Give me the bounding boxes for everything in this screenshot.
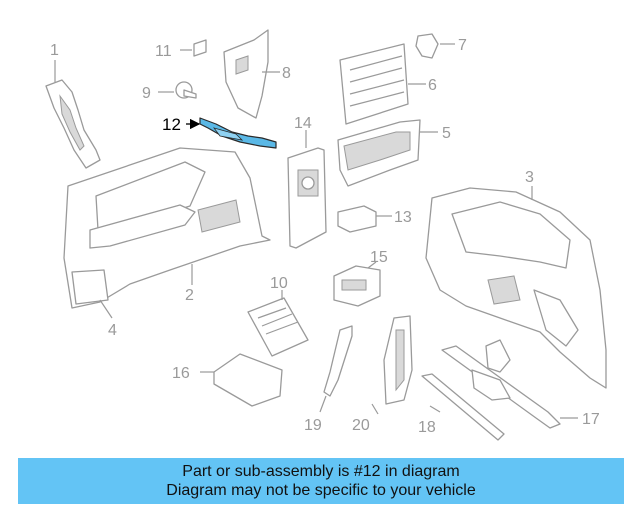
- part-12-highlighted[interactable]: [186, 117, 277, 149]
- part-7-bracket[interactable]: [415, 33, 455, 59]
- part-11-clip[interactable]: [180, 39, 207, 57]
- callout-8: 8: [282, 65, 291, 82]
- part-13-block[interactable]: [337, 205, 392, 233]
- callout-5: 5: [442, 125, 451, 142]
- caption-banner: Part or sub-assembly is #12 in diagram D…: [18, 458, 624, 504]
- callout-12: 12: [162, 115, 181, 134]
- callout-17: 17: [582, 411, 600, 428]
- callout-19: 19: [304, 417, 322, 434]
- caption-line-1: Part or sub-assembly is #12 in diagram: [182, 463, 460, 480]
- callout-7: 7: [458, 37, 467, 54]
- callout-20: 20: [352, 417, 370, 434]
- callout-4: 4: [108, 322, 117, 339]
- callout-16: 16: [172, 365, 190, 382]
- part-10-panel[interactable]: [247, 290, 309, 357]
- part-6-cargo-cover[interactable]: [339, 43, 426, 125]
- part-1-pillar-trim[interactable]: [45, 60, 101, 169]
- callout-3: 3: [525, 169, 534, 186]
- part-9-push-pin[interactable]: [158, 81, 197, 99]
- part-19-trim-strip[interactable]: [319, 325, 353, 413]
- part-4-clip[interactable]: [99, 299, 113, 319]
- part-20-pillar-trim[interactable]: [371, 315, 413, 415]
- callout-2: 2: [185, 287, 194, 304]
- callout-10: 10: [270, 275, 288, 292]
- part-15-switch[interactable]: [333, 261, 381, 307]
- callout-1: 1: [50, 42, 59, 59]
- callout-18: 18: [418, 419, 436, 436]
- part-18-jack-handle[interactable]: [421, 373, 505, 441]
- part-14-switch-panel[interactable]: [287, 130, 327, 249]
- part-8-upper-trim[interactable]: [223, 29, 280, 119]
- caption-line-2: Diagram may not be specific to your vehi…: [166, 482, 476, 499]
- callout-11: 11: [155, 43, 172, 60]
- callout-15: 15: [370, 249, 388, 266]
- part-3-quarter-trim-right[interactable]: [425, 186, 607, 389]
- parts-diagram: 1 2 4 8 11 9 12 7: [45, 29, 607, 441]
- callout-13: 13: [394, 209, 412, 226]
- part-5-storage-bin[interactable]: [337, 119, 438, 187]
- callout-6: 6: [428, 77, 437, 94]
- part-2-quarter-trim-left[interactable]: [63, 147, 271, 309]
- part-17-jack[interactable]: [441, 339, 578, 429]
- part-16-cover[interactable]: [200, 353, 283, 407]
- callout-14: 14: [294, 115, 312, 132]
- callout-9: 9: [142, 85, 151, 102]
